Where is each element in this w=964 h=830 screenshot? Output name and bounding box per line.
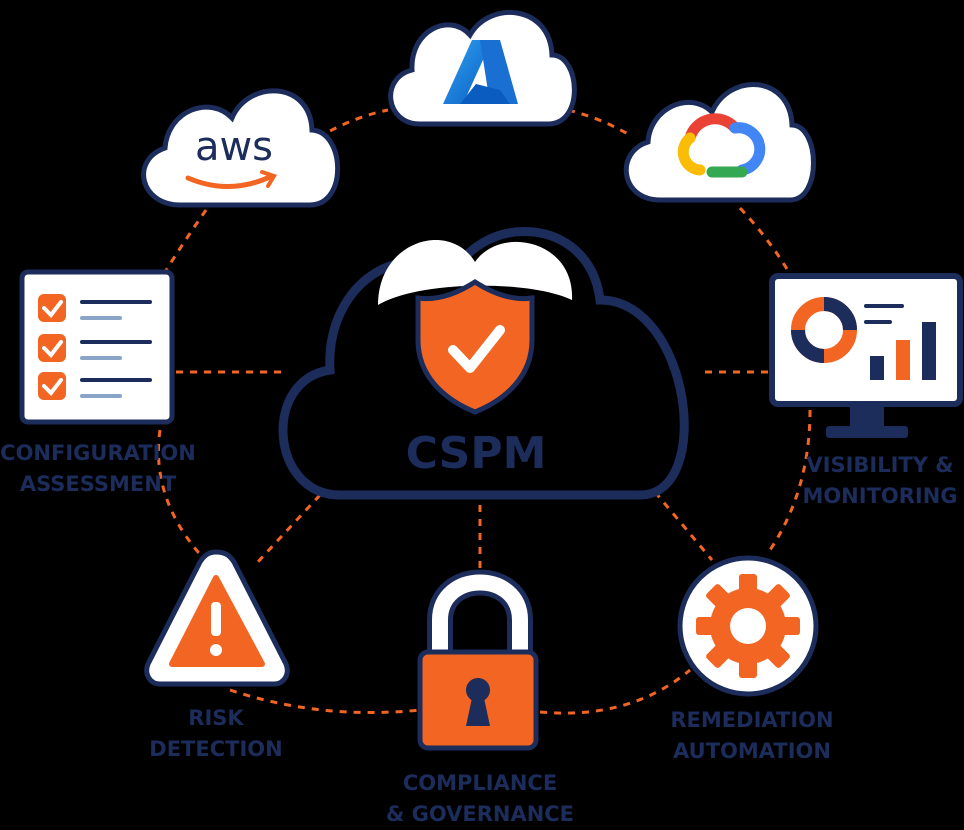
gcp-cloud (623, 81, 816, 203)
google-cloud-logo-icon (677, 113, 766, 178)
azure-logo-icon (443, 40, 518, 104)
orbit-arc (156, 429, 207, 562)
orbit-arc (163, 209, 208, 273)
label-risk-detection: RISK DETECTION (149, 706, 283, 761)
connector-lines (156, 108, 812, 715)
center-title: CSPM (406, 428, 547, 479)
gear-icon (677, 555, 819, 697)
label-compliance-governance: COMPLIANCE & GOVERNANCE (385, 771, 575, 826)
label-visibility-monitoring: VISIBILITY & MONITORING (802, 453, 958, 508)
aws-cloud: aws (141, 88, 340, 208)
orbit-arc (539, 668, 691, 715)
checklist-icon (19, 269, 175, 425)
monitor-chart-icon (769, 273, 963, 438)
orbit-arc (317, 108, 389, 140)
aws-smile-icon (185, 173, 275, 189)
orbit-arc (229, 688, 421, 714)
spoke-line (253, 493, 322, 567)
cloud-cap (378, 239, 573, 305)
orbit-arc (738, 206, 792, 275)
aws-logo-text: aws (195, 124, 273, 170)
center-cloud: CSPM (278, 227, 689, 500)
label-configuration-assessment: CONFIGURATION ASSESSMENT (0, 441, 196, 496)
padlock-icon (417, 569, 539, 751)
orbit-arc (567, 108, 629, 136)
warning-triangle-icon (144, 549, 290, 687)
azure-cloud (388, 10, 577, 127)
label-remediation-automation: REMEDIATION AUTOMATION (670, 708, 834, 763)
spoke-line (653, 491, 714, 561)
orbit-arc (768, 409, 812, 551)
shield-check-icon (415, 279, 535, 415)
